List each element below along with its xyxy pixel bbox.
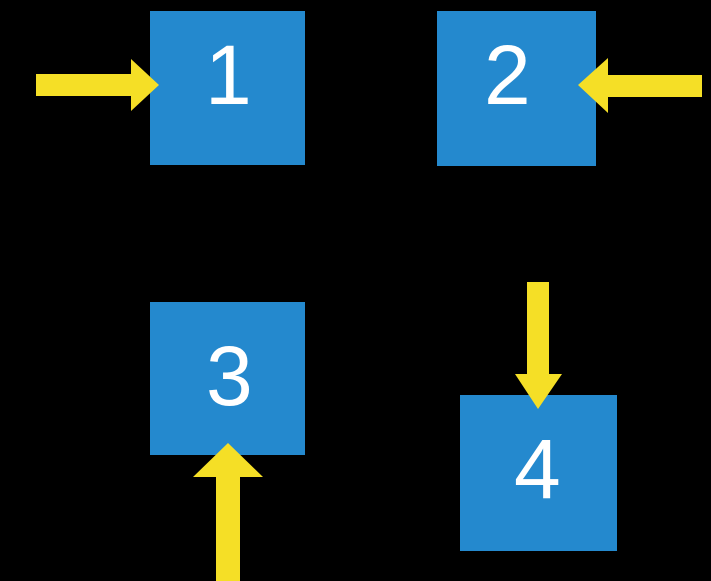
- node-box-3[interactable]: [150, 302, 305, 455]
- node-label-1: 1: [205, 28, 252, 122]
- node-box-4[interactable]: [460, 395, 617, 551]
- arrow-left-icon[interactable]: [578, 58, 702, 113]
- node-label-2: 2: [484, 28, 531, 122]
- arrow-up-icon[interactable]: [193, 443, 263, 581]
- node-label-4: 4: [514, 422, 561, 516]
- node-label-3: 3: [206, 329, 253, 423]
- node-box-1[interactable]: [150, 11, 305, 165]
- arrow-down-icon[interactable]: [515, 282, 562, 409]
- node-box-2[interactable]: [437, 11, 596, 166]
- arrow-right-icon[interactable]: [36, 59, 159, 111]
